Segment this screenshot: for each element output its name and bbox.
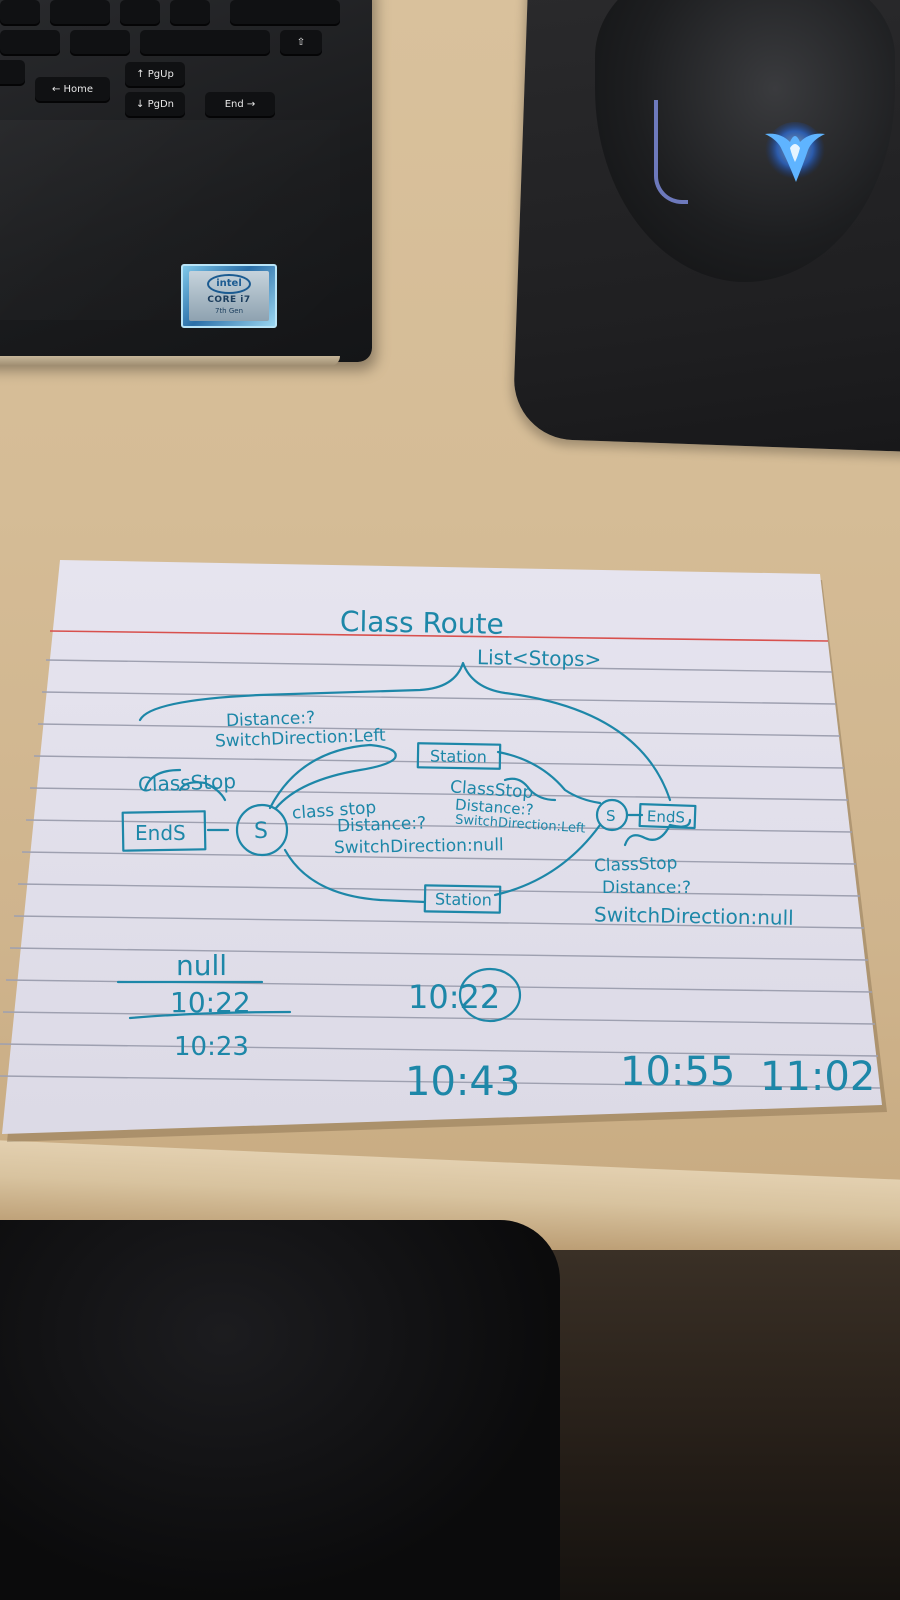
keyboard-key: [0, 60, 25, 86]
time-10-23: 10:23: [174, 1032, 249, 1062]
card-title: Class Route: [340, 605, 504, 641]
generation-label: 7th Gen: [214, 307, 244, 315]
stop-left-label: S: [254, 819, 268, 844]
bottom-right-switch-direction-label: SwitchDirection:null: [594, 902, 794, 929]
list-stops-label: List<Stops>: [477, 645, 602, 671]
bottom-right-distance-label: Distance:?: [602, 878, 691, 898]
keyboard-key: [0, 30, 60, 56]
mid-distance-label: Distance:?: [337, 813, 427, 836]
razer-logo-icon: [765, 122, 825, 182]
top-note-distance: Distance:?: [226, 708, 316, 731]
right-distance-label: Distance:?: [455, 796, 535, 819]
pgdn-key: ↓ PgDn: [125, 92, 185, 118]
time-10-22-left: 10:22: [170, 986, 251, 1019]
time-10-43: 10:43: [405, 1059, 520, 1105]
intel-logo: intel: [207, 274, 251, 294]
shift-key: ⇧: [280, 30, 322, 56]
intel-core-i7-sticker: intel CORE i7 7th Gen: [181, 264, 277, 328]
laptop-edge: [0, 356, 340, 366]
station-bottom-label: Station: [435, 890, 492, 910]
classstop-left-label: ClassStop: [138, 769, 237, 796]
bottom-right-classstop-label: ClassStop: [594, 853, 678, 876]
keyboard-key: [230, 0, 340, 26]
keyboard-key: [140, 30, 270, 56]
time-null: null: [176, 949, 227, 982]
end-key: End →: [205, 92, 275, 118]
card-paper: [2, 560, 882, 1134]
stop-right-label: S: [606, 807, 616, 825]
ends-right-label: EndS: [647, 807, 686, 826]
station-top-label: Station: [430, 746, 487, 766]
chair: [0, 1220, 560, 1600]
keyboard-key: [50, 0, 110, 26]
keyboard-key: [0, 0, 40, 26]
keyboard-key: [120, 0, 160, 26]
processor-label: CORE i7: [207, 295, 251, 305]
time-10-22-circled: 10:22: [408, 978, 500, 1016]
time-10-55: 10:55: [620, 1049, 735, 1095]
keyboard-key: [170, 0, 210, 26]
keyboard-key: [70, 30, 130, 56]
ends-left-label: EndS: [135, 821, 186, 845]
time-11-02: 11:02: [760, 1054, 875, 1100]
pgup-key: ↑ PgUp: [125, 62, 185, 88]
mouse-led-stripe: [654, 100, 688, 204]
home-key: ← Home: [35, 77, 110, 103]
mid-switch-direction-label: SwitchDirection:null: [334, 835, 504, 858]
